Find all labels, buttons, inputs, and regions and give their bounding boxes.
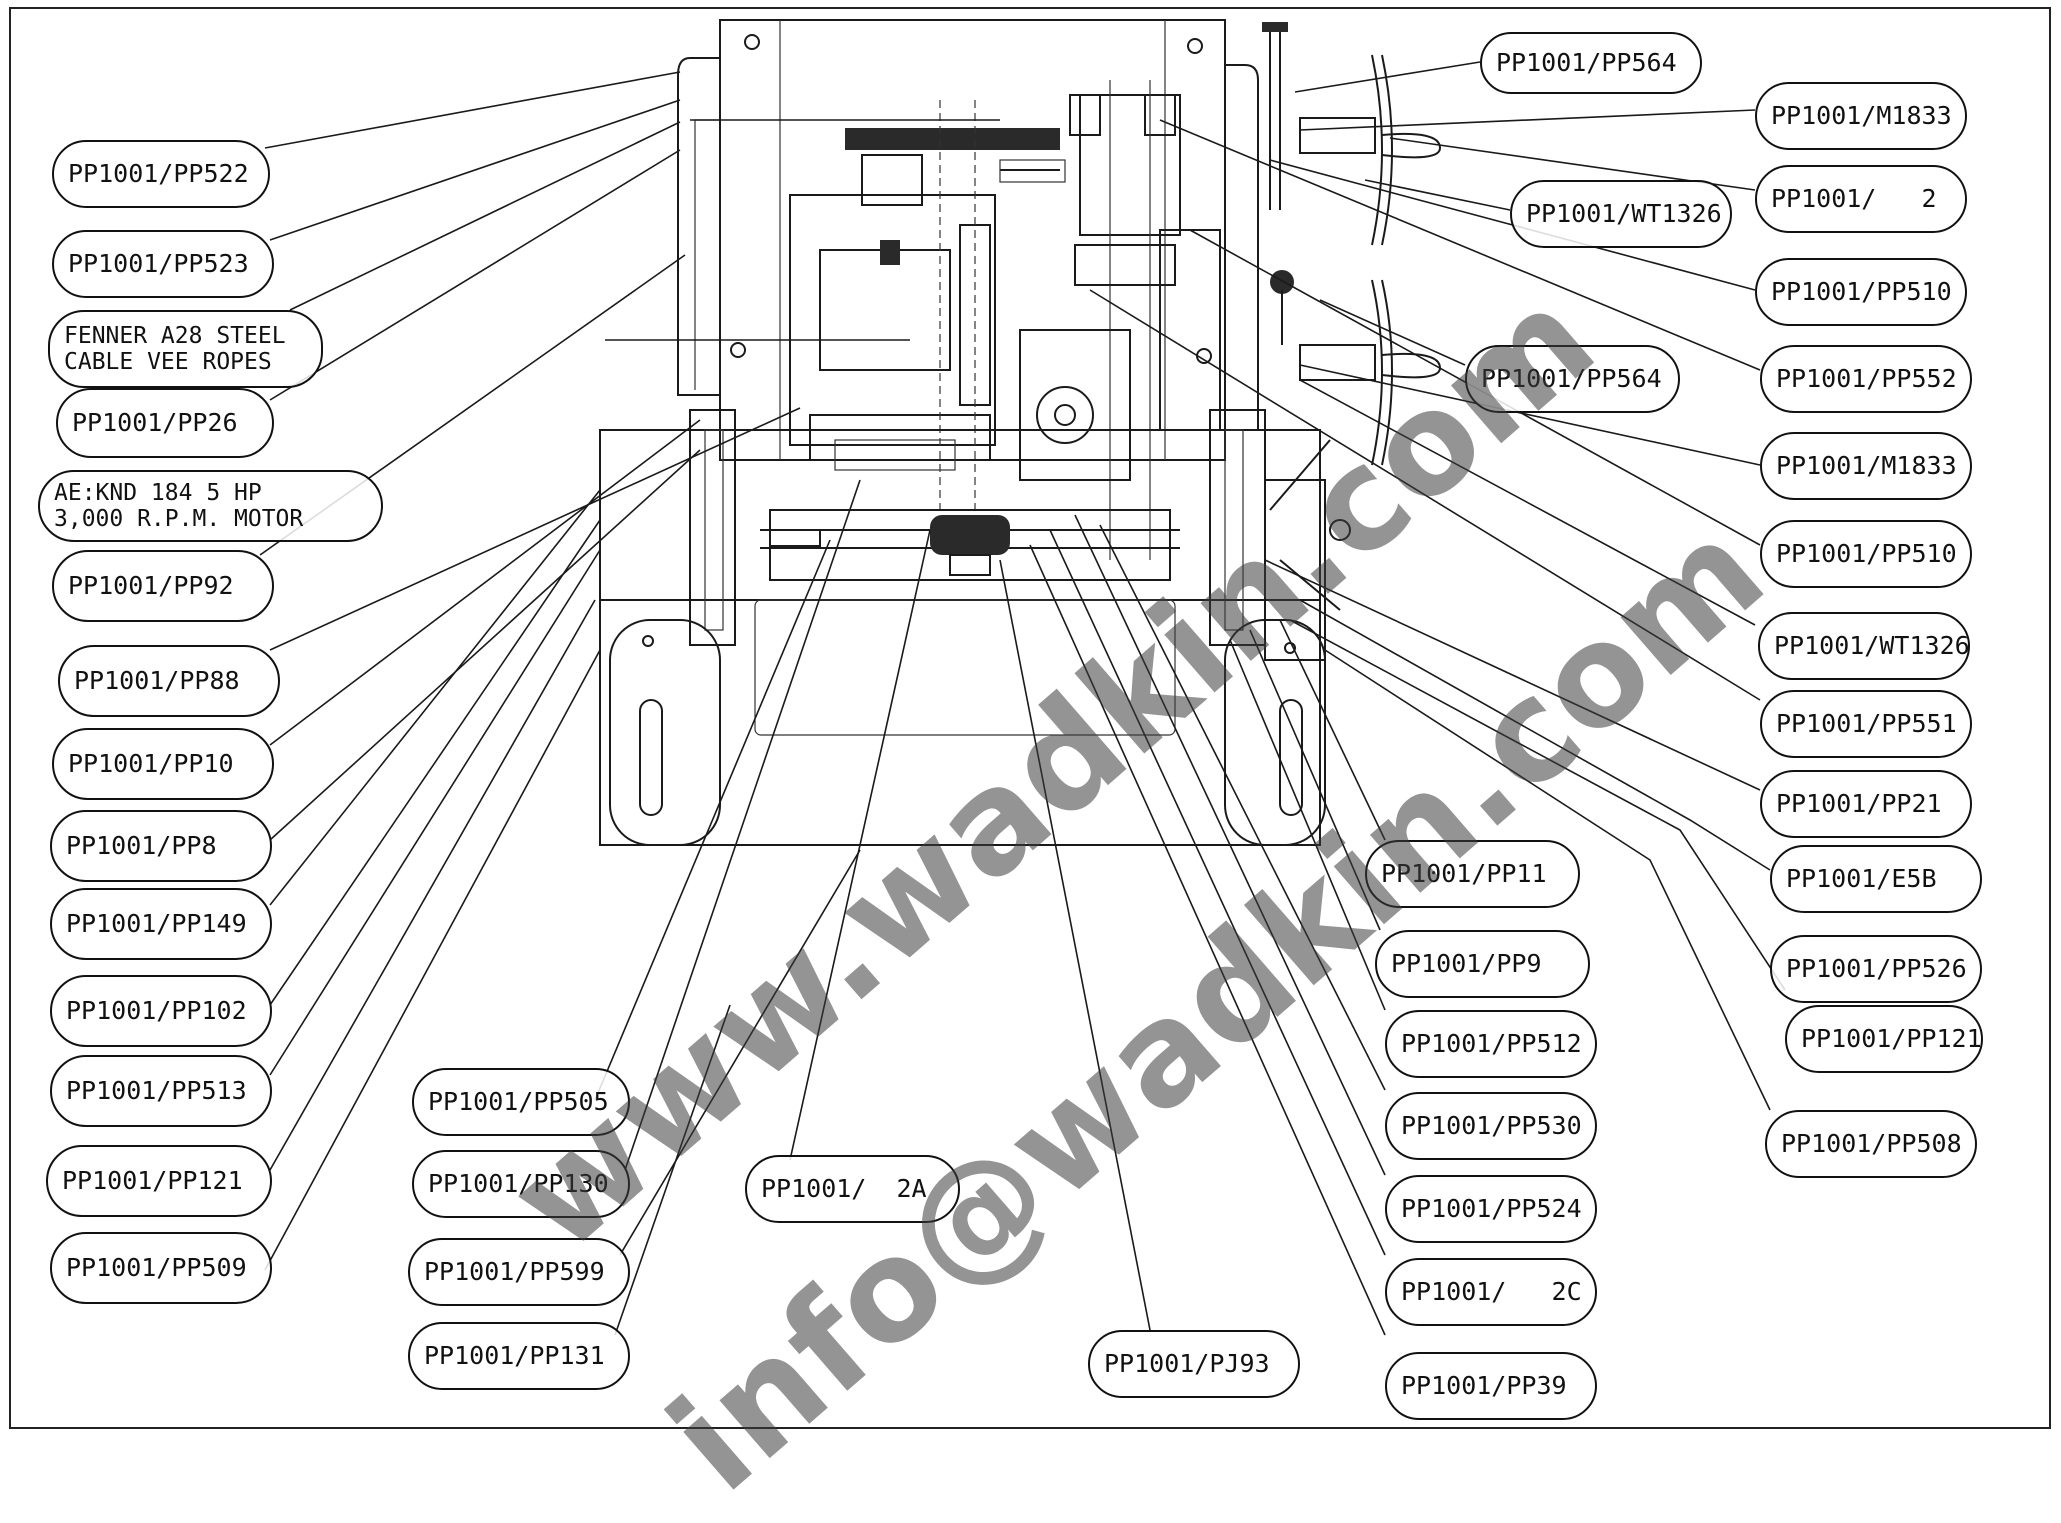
part-label: PP1001/PP510 bbox=[1760, 520, 1972, 588]
part-label: PP1001/PP523 bbox=[52, 230, 274, 298]
upper-head bbox=[677, 19, 1259, 461]
part-label: PP1001/PP26 bbox=[56, 388, 274, 458]
part-label: PP1001/PP39 bbox=[1385, 1352, 1597, 1420]
part-label: PP1001/PP508 bbox=[1765, 1110, 1977, 1178]
part-label: PP1001/WT1326 bbox=[1510, 180, 1732, 248]
part-label: PP1001/PP131 bbox=[408, 1322, 630, 1390]
part-label: PP1001/ 2A bbox=[745, 1155, 960, 1223]
sheet-border bbox=[9, 7, 2051, 1429]
part-label: PP1001/PP524 bbox=[1385, 1175, 1597, 1243]
part-label: PP1001/PP121 bbox=[46, 1145, 272, 1217]
part-label: PP1001/PP522 bbox=[52, 140, 270, 208]
part-label: PP1001/PP510 bbox=[1755, 258, 1967, 326]
part-label: PP1001/M1833 bbox=[1760, 432, 1972, 500]
motor-spec-label: AE:KND 184 5 HP 3,000 R.P.M. MOTOR bbox=[38, 470, 383, 542]
part-label: PP1001/PP530 bbox=[1385, 1092, 1597, 1160]
part-label: PP1001/PP505 bbox=[412, 1068, 630, 1136]
handwheels bbox=[1270, 54, 1442, 466]
part-label: PP1001/PP509 bbox=[50, 1232, 272, 1304]
part-label: PP1001/PP526 bbox=[1770, 935, 1982, 1003]
part-label: PP1001/PP88 bbox=[58, 645, 280, 717]
part-label: PP1001/PP564 bbox=[1465, 345, 1680, 413]
part-label: PP1001/PP11 bbox=[1365, 840, 1580, 908]
part-label: PP1001/PP121 bbox=[1785, 1005, 1983, 1073]
machine-drawing bbox=[9, 7, 2051, 1429]
part-label: PP1001/PP552 bbox=[1760, 345, 1972, 413]
part-label: PP1001/PP8 bbox=[50, 810, 272, 882]
part-label: PP1001/PP513 bbox=[50, 1055, 272, 1127]
rope-spec-label: FENNER A28 STEEL CABLE VEE ROPES bbox=[48, 310, 323, 388]
part-label: PP1001/M1833 bbox=[1755, 82, 1967, 150]
part-label: PP1001/PJ93 bbox=[1088, 1330, 1300, 1398]
part-label: PP1001/ 2 bbox=[1755, 165, 1967, 233]
base bbox=[599, 409, 1351, 846]
part-label: PP1001/PP130 bbox=[412, 1150, 630, 1218]
part-label: PP1001/PP512 bbox=[1385, 1010, 1597, 1078]
part-label: PP1001/PP599 bbox=[408, 1238, 630, 1306]
part-label: PP1001/PP9 bbox=[1375, 930, 1590, 998]
part-label: PP1001/WT1326 bbox=[1758, 612, 1970, 680]
part-label: PP1001/PP149 bbox=[50, 888, 272, 960]
parts-diagram-sheet: PP1001/PP564 PP1001/M1833 PP1001/ 2 PP10… bbox=[9, 7, 2051, 1523]
spindle-column bbox=[1019, 22, 1288, 560]
part-label: PP1001/PP21 bbox=[1760, 770, 1972, 838]
part-label: PP1001/PP10 bbox=[52, 728, 274, 800]
part-label: PP1001/PP564 bbox=[1480, 32, 1702, 94]
part-label: PP1001/PP102 bbox=[50, 975, 272, 1047]
part-label: PP1001/PP92 bbox=[52, 550, 274, 622]
part-label: PP1001/PP551 bbox=[1760, 690, 1972, 758]
part-label: PP1001/ 2C bbox=[1385, 1258, 1597, 1326]
part-label: PP1001/E5B bbox=[1770, 845, 1982, 913]
motor bbox=[789, 100, 1066, 520]
